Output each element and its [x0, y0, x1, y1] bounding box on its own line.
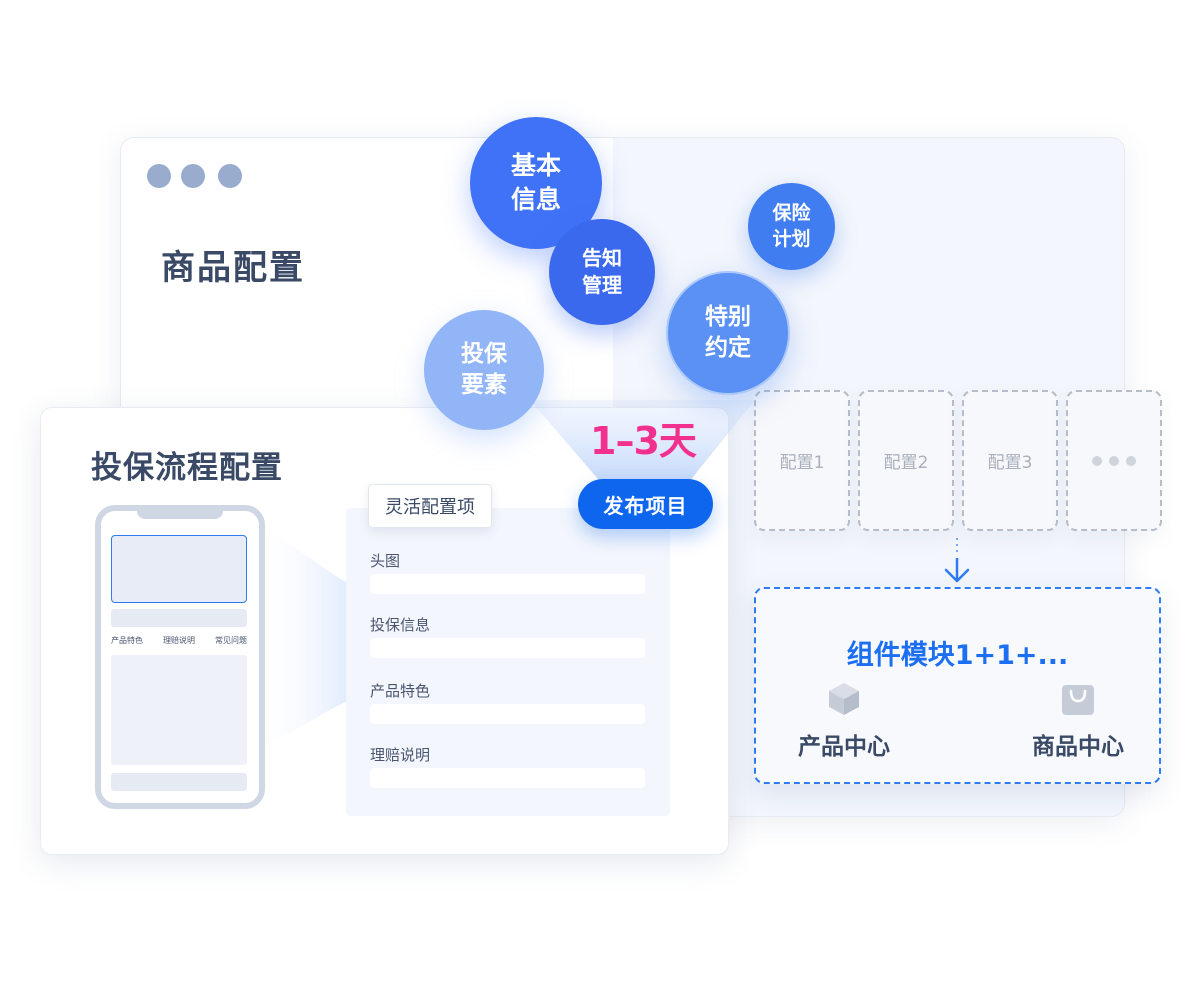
cube-icon — [829, 683, 859, 715]
component-module-box: 组件模块1+1+... 产品中心 商品中心 — [754, 587, 1161, 784]
more-icon — [1092, 455, 1136, 466]
arrow-down-icon — [944, 538, 970, 583]
config-box-label: 配置1 — [779, 453, 825, 473]
config-box-3[interactable]: 配置3 — [962, 390, 1058, 531]
publish-button[interactable]: 发布项目 — [578, 479, 713, 529]
product-config-title: 商品配置 — [161, 248, 305, 288]
window-dot-1 — [147, 164, 171, 188]
goods-center-label: 商品中心 — [1032, 734, 1124, 760]
component-module-title: 组件模块1+1+... — [846, 640, 1069, 671]
goods-center[interactable]: 商品中心 — [1028, 681, 1128, 761]
config-box-2[interactable]: 配置2 — [858, 390, 954, 531]
flexible-config-tag: 灵活配置项 — [368, 484, 492, 528]
flow-config-window: 投保流程配置 产品特色 理赔说明 常见问题 头图 投保信息 产品特色 理赔说明 — [40, 407, 729, 855]
phone-tab[interactable]: 产品特色 — [111, 636, 143, 645]
field-input[interactable] — [370, 574, 645, 594]
phone-banner[interactable] — [111, 535, 247, 603]
phone-notch — [137, 505, 223, 519]
special-agreement-bubble[interactable]: 特别 约定 — [666, 271, 790, 395]
config-box-label: 配置3 — [987, 453, 1033, 473]
notify-manage-bubble[interactable]: 告知 管理 — [549, 219, 655, 325]
field-input[interactable] — [370, 638, 645, 658]
config-box-label: 配置2 — [883, 453, 929, 473]
field-label: 头图 — [370, 552, 401, 570]
days-label: 1–3天 — [590, 419, 697, 463]
phone-tabs: 产品特色 理赔说明 常见问题 — [111, 635, 247, 646]
form-panel: 头图 投保信息 产品特色 理赔说明 — [346, 508, 670, 816]
window-dot-3 — [218, 164, 242, 188]
phone-tab[interactable]: 理赔说明 — [163, 636, 195, 645]
field-input[interactable] — [370, 704, 645, 724]
phone-tab[interactable]: 常见问题 — [215, 636, 247, 645]
insure-elements-bubble[interactable]: 投保 要素 — [424, 310, 544, 430]
field-label: 理赔说明 — [370, 746, 431, 764]
config-box-more[interactable] — [1066, 390, 1162, 531]
window-dot-2 — [181, 164, 205, 188]
product-center-label: 产品中心 — [798, 734, 890, 760]
phone-content — [111, 655, 247, 765]
field-input[interactable] — [370, 768, 645, 788]
field-label: 投保信息 — [370, 616, 431, 634]
field-label: 产品特色 — [370, 682, 431, 700]
phone-bar — [111, 609, 247, 627]
shopping-bag-icon — [1062, 685, 1094, 715]
funnel-shape — [530, 400, 755, 493]
phone-preview: 产品特色 理赔说明 常见问题 — [95, 505, 265, 809]
phone-bottom-bar — [111, 773, 247, 791]
flow-config-title: 投保流程配置 — [91, 450, 283, 486]
product-center[interactable]: 产品中心 — [794, 681, 894, 761]
insurance-plan-bubble[interactable]: 保险 计划 — [748, 183, 835, 270]
config-box-1[interactable]: 配置1 — [754, 390, 850, 531]
